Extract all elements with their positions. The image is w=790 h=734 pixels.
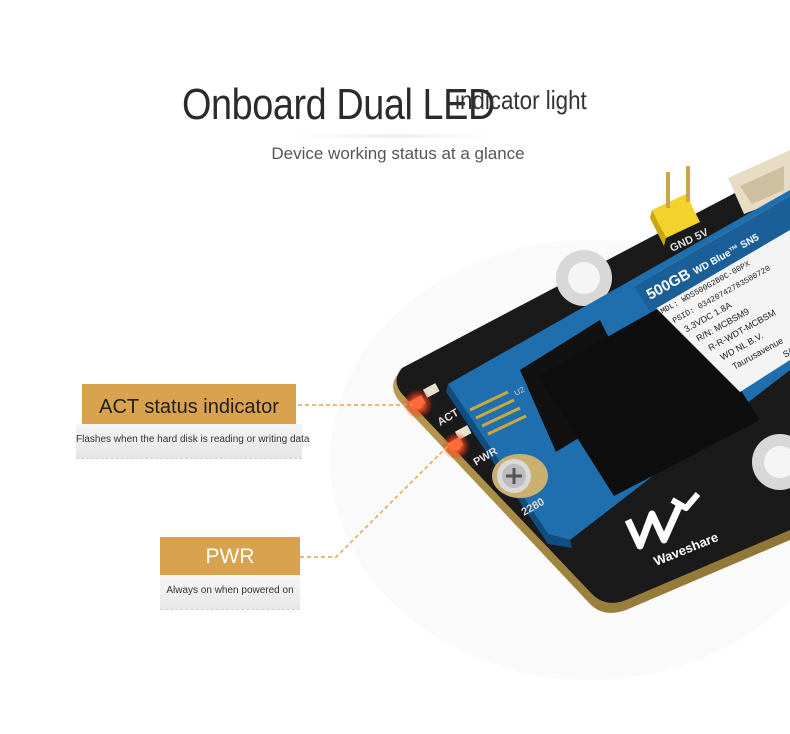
act-led bbox=[403, 383, 440, 419]
act-callout: ACT status indicator Flashes when the ha… bbox=[76, 384, 309, 459]
pwr-callout: PWR Always on when powered on bbox=[160, 537, 300, 610]
pwr-leader-line bbox=[300, 443, 451, 558]
ssd-label-line8: S/N: bbox=[781, 342, 790, 359]
pin-header bbox=[650, 166, 700, 246]
page-subtitle: Device working status at a glance bbox=[271, 144, 525, 163]
ssd-gold-contacts bbox=[469, 390, 527, 436]
pwr-callout-label: PWR bbox=[160, 537, 300, 575]
m2-screw bbox=[492, 454, 548, 498]
page-title: Onboard Dual LED bbox=[182, 80, 495, 129]
act-callout-description: Flashes when the hard disk is reading or… bbox=[76, 424, 309, 459]
pwr-callout-description: Always on when powered on bbox=[160, 575, 300, 610]
mounting-hole-top bbox=[556, 250, 612, 306]
title-shadow bbox=[290, 134, 500, 138]
pwr-led bbox=[442, 425, 472, 460]
ssd-label-header bbox=[634, 196, 790, 312]
waveshare-logo bbox=[624, 492, 701, 550]
ssd-module: U2 500GB WD Blue™ SN5 MDL: WDS500G2B0C-0… bbox=[446, 190, 790, 548]
chip-label: U2 bbox=[513, 385, 527, 398]
mounting-hole-right bbox=[752, 434, 790, 490]
power-connector bbox=[728, 150, 790, 214]
page-title-tail: indicator light bbox=[455, 85, 587, 115]
act-callout-label: ACT status indicator bbox=[82, 384, 296, 424]
